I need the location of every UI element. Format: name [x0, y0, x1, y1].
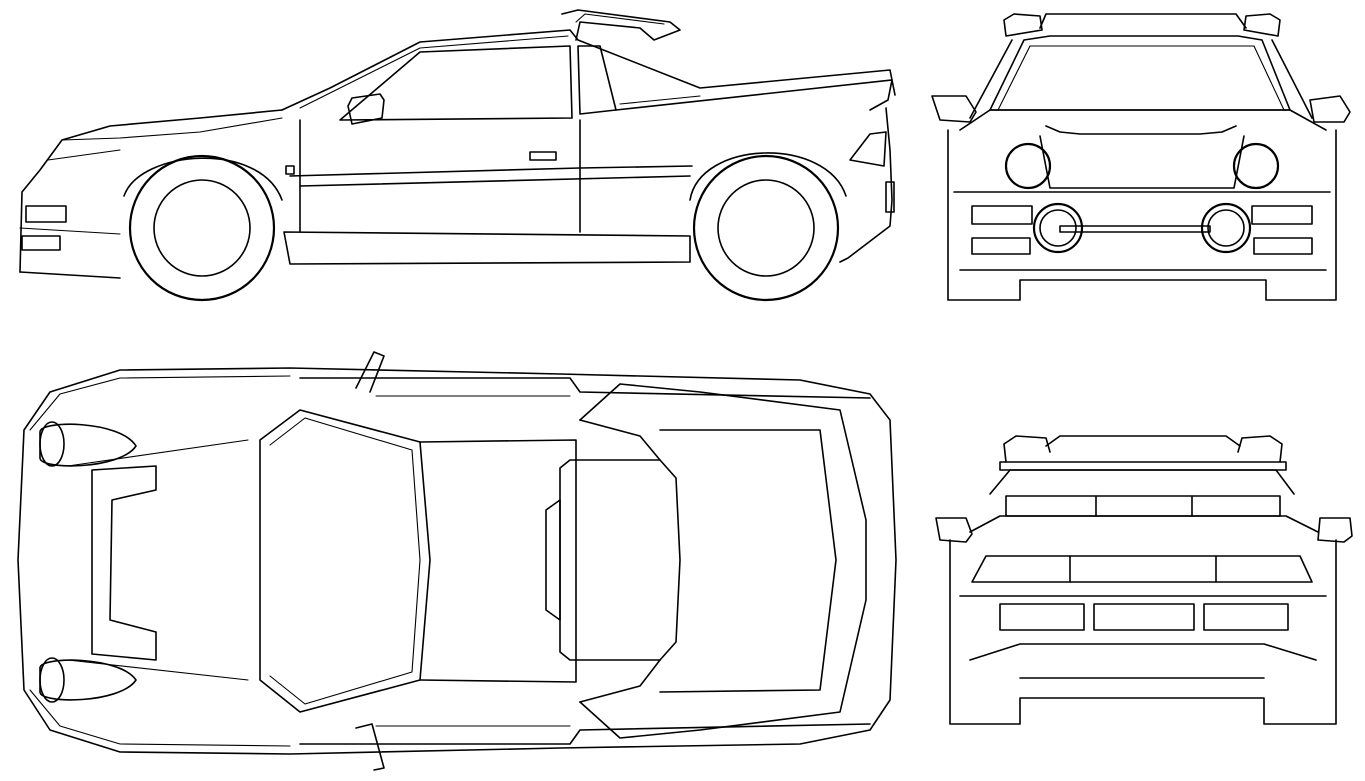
side-body-outline	[19, 9, 896, 279]
top-view	[17, 351, 897, 771]
top-body-outline	[17, 351, 897, 771]
front-headlights	[1004, 142, 1280, 190]
top-headlights	[39, 421, 137, 703]
front-body-outline	[931, 13, 1351, 301]
rear-view	[935, 435, 1353, 725]
side-rear-wheel	[692, 154, 840, 302]
front-view	[931, 13, 1351, 301]
side-view	[19, 9, 896, 302]
front-fog-lights	[1032, 202, 1252, 254]
rear-body-outline	[935, 435, 1353, 725]
side-front-wheel	[128, 154, 276, 302]
